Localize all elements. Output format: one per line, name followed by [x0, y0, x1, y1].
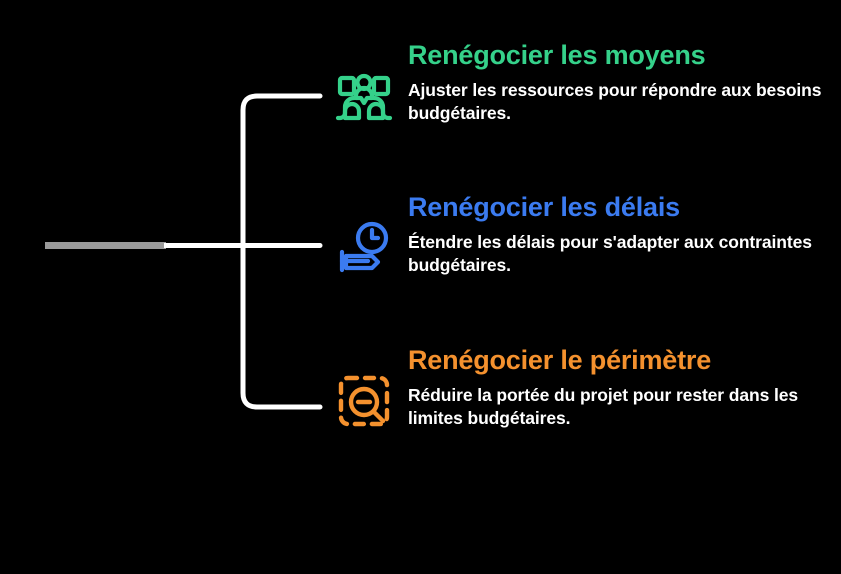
branch-description: Réduire la portée du projet pour rester … — [408, 385, 799, 428]
branch-renegocier-le-perimetre[interactable]: Renégocier le périmètre Réduire la porté… — [328, 345, 828, 437]
branch-renegocier-les-moyens[interactable]: Renégocier les moyens Ajuster les ressou… — [328, 40, 828, 132]
connector-branch-bottom — [240, 242, 323, 410]
team-people-icon — [328, 60, 400, 132]
branch-text-block: Renégocier le périmètre Réduire la porté… — [408, 345, 828, 430]
clock-timeline-extend-icon — [328, 212, 400, 284]
branch-text-block: Renégocier les moyens Ajuster les ressou… — [408, 40, 828, 125]
branch-title: Renégocier les moyens — [408, 40, 706, 70]
branch-renegocier-les-delais[interactable]: Renégocier les délais Étendre les délais… — [328, 192, 828, 284]
branch-description: Ajuster les ressources pour répondre aux… — [408, 80, 822, 123]
branch-text-block: Renégocier les délais Étendre les délais… — [408, 192, 828, 277]
branch-title: Renégocier le périmètre — [408, 345, 712, 375]
branch-title: Renégocier les délais — [408, 192, 680, 222]
connector-branch-top — [240, 93, 323, 248]
dashed-frame-zoom-out-icon — [328, 365, 400, 437]
branch-description: Étendre les délais pour s'adapter aux co… — [408, 232, 812, 275]
